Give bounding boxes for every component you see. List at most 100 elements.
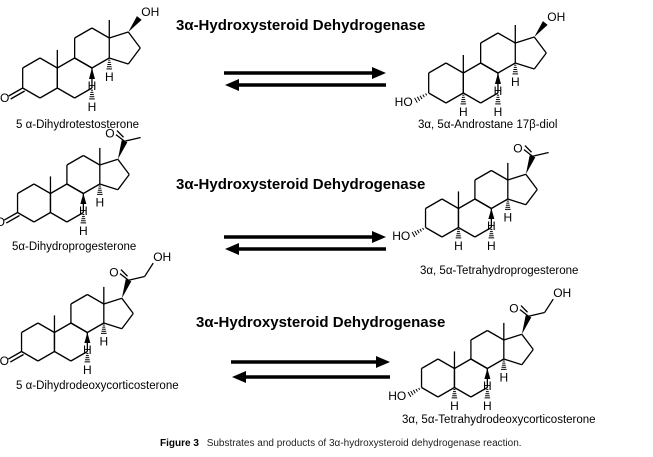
ring-bond [21,322,39,334]
ring-bond [454,386,472,398]
side-chain-bond [124,136,141,142]
side-chain-bond [544,298,554,313]
ring-bond [497,62,516,74]
ring-bond [474,169,492,181]
hashed-bond-segment [419,228,422,232]
ring-bond [515,62,535,70]
ring-bond [37,350,55,362]
carbonyl-bond [3,211,18,221]
ring-bond [445,92,464,104]
atom-h: H [105,70,114,84]
ring-bond [437,386,455,398]
atom-ho: HO [388,389,406,403]
ring-bond [109,31,129,39]
ring-bond [441,198,459,210]
ring-bond [127,47,141,65]
carbonyl-bond [120,269,128,277]
atom-h: H [79,204,88,218]
ring-bond [33,211,51,223]
ring-bond [491,169,509,181]
ring-bond [421,386,439,398]
wedge-bond [117,140,128,160]
hashed-bond-segment [419,95,423,100]
ring-bond [22,87,41,99]
ring-bond [521,333,534,350]
ring-bond [462,62,481,74]
ring-bond [437,358,455,370]
atom-h: H [99,334,108,348]
ring-bond [441,226,459,238]
side-chain-bond [532,151,549,157]
ring-bond [470,386,488,398]
ring-bond [470,358,488,370]
figure-label: Figure 3 [160,438,199,449]
ring-bond [487,358,505,370]
svg-text:Figure 3 Substrates and: Figure 3 Substrates and products of 3α-h… [160,438,522,449]
atom-h: H [483,379,492,393]
ring-bond [74,27,93,39]
atom-h: H [79,224,88,238]
equilibrium-arrows [224,67,386,91]
side-chain-bond [128,275,145,281]
hashed-bond-segment [425,93,428,96]
ring-bond [109,57,129,65]
atom-oh: OH [553,286,571,300]
carbonyl-bond [7,350,22,360]
ring-bond [21,350,39,362]
ring-bond [445,62,464,74]
atom-h: H [483,399,492,413]
carbonyl-bond [9,353,24,363]
ring-bond [521,349,534,366]
product-label: 3α, 5α-Tetrahydrodeoxycorticosterone [402,414,596,426]
atom-o: O [0,354,9,368]
ring-bond [103,297,123,305]
carbonyl-bond [524,145,532,153]
atom-o: O [509,302,518,316]
wedge-bond [521,315,532,335]
ring-bond [428,92,447,104]
ring-bond [17,211,35,223]
carbonyl-bond [520,305,528,313]
atom-h: H [511,75,520,89]
equilibrium-arrows [224,231,386,255]
atom-ho: HO [392,229,410,243]
ring-bond [54,322,72,334]
atom-h: H [459,105,468,119]
hashed-bond-segment [416,96,421,102]
wedge-bond [525,155,536,175]
ring-bond [17,183,35,195]
hashed-bond-segment [418,387,421,391]
atom-h: H [83,343,92,357]
ring-bond [525,189,538,206]
wedge-bond [80,193,87,204]
ring-bond [22,57,41,69]
wedge-bond [484,368,491,379]
atom-h: H [450,399,459,413]
hashed-bond-segment [414,230,418,236]
ring-bond [56,87,75,99]
ring-bond [83,154,101,166]
side-chain-bond [528,311,545,317]
atom-h: H [494,105,503,119]
atom-h: H [88,79,97,93]
ring-bond [525,173,538,190]
hashed-bond-segment [411,231,416,238]
atom-oh: OH [547,10,565,24]
carbonyl-bond [115,134,125,142]
substrate-label: 5α-Dihydroprogesterone [12,241,136,253]
ring-bond [56,57,75,69]
ring-bond [487,329,505,341]
ring-bond [480,32,499,44]
product-label: 3α, 5α-Tetrahydroprogesterone [420,265,578,277]
wedge-bond [128,16,142,32]
atom-o: O [0,91,9,105]
carbonyl-bond [5,214,20,224]
wedge-bond [494,73,501,84]
atom-o: O [105,127,114,141]
ring-bond [121,313,134,330]
enzyme-title: 3α-Hydroxysteroid Dehydrogenase [176,17,425,34]
